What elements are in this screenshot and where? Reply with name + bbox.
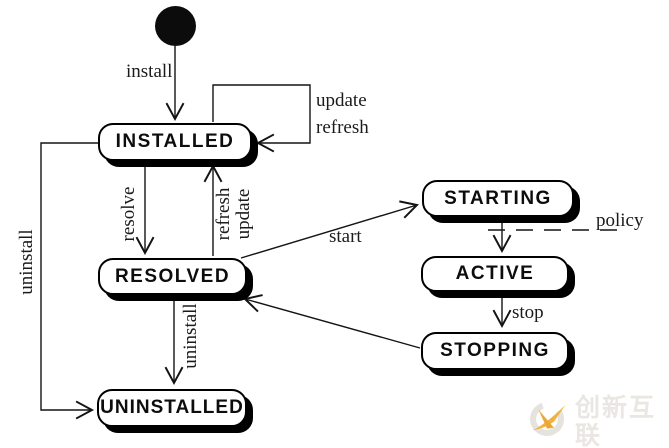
state-installed: INSTALLED [98, 123, 252, 161]
label-stop: stop [512, 302, 544, 323]
label-resolve: resolve [118, 186, 139, 242]
edge-installed-self-loop [212, 84, 311, 153]
label-uninstall-mid: uninstall [180, 303, 201, 369]
label-uninstall-left: uninstall [16, 229, 37, 295]
state-resolved-label: RESOLVED [114, 265, 231, 287]
watermark: 创新互联 [527, 394, 669, 448]
state-stopping-label: STOPPING [440, 340, 550, 361]
state-active-label: ACTIVE [455, 263, 535, 284]
label-policy: policy [596, 210, 644, 231]
label-refresh-up: refresh [213, 187, 234, 241]
state-active: ACTIVE [421, 256, 569, 292]
state-starting: STARTING [422, 180, 574, 217]
state-stopping: STOPPING [421, 332, 569, 370]
edge-stopping-to-resolved [243, 294, 421, 349]
label-start: start [329, 226, 362, 247]
edge-resolved-to-starting [240, 200, 419, 259]
edge-installed-to-uninstalled [40, 142, 98, 420]
label-install: install [126, 61, 173, 82]
state-uninstalled: UNINSTALLED [97, 389, 247, 427]
initial-state-node [155, 6, 196, 46]
chuangxin-logo-icon [530, 402, 566, 436]
state-resolved: RESOLVED [98, 258, 247, 295]
label-loop-update: update [316, 90, 367, 111]
label-loop-refresh: refresh [316, 117, 369, 138]
state-installed-label: INSTALLED [115, 131, 235, 152]
watermark-brand-text: 创新互联 [574, 394, 656, 448]
state-starting-label: STARTING [444, 187, 552, 209]
label-update-up: update [233, 188, 254, 240]
state-uninstalled-label: UNINSTALLED [100, 397, 244, 418]
